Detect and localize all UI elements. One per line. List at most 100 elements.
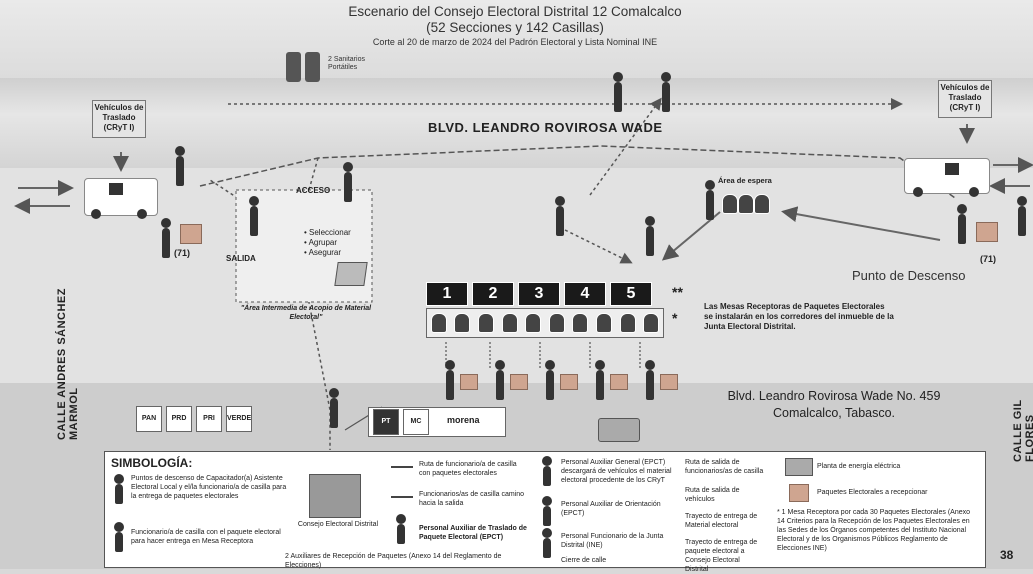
acopio-item: • Seleccionar <box>304 228 351 237</box>
person-icon <box>1017 196 1027 236</box>
person-icon <box>161 218 171 258</box>
legend-item: Ruta de funcionario/a de casilla con paq… <box>419 461 517 477</box>
acopio-caption: "Área Intermedia de Acopio de Material E… <box>240 305 372 321</box>
desks-row: 1 2 3 4 5 <box>426 282 666 306</box>
punto-descenso-label: Punto de Descenso <box>852 268 966 283</box>
legend-item: Paquetes Electorales a recepcionar <box>817 489 928 496</box>
van-left-icon <box>84 178 158 219</box>
operator-icon <box>619 313 636 333</box>
person-icon <box>957 204 967 244</box>
legend-person-icon <box>114 522 124 552</box>
background-top <box>0 0 1033 78</box>
operator-icon <box>454 313 471 333</box>
generator-icon <box>598 418 640 442</box>
desks-star-1: * <box>672 310 678 326</box>
address: Blvd. Leandro Rovirosa Wade No. 459 Coma… <box>704 388 964 422</box>
legend: SIMBOLOGÍA: Puntos de descenso de Capaci… <box>104 451 986 573</box>
operator-icon <box>430 313 447 333</box>
desk-label: 1 <box>426 282 468 306</box>
party-logo-pri: PRI <box>196 406 222 432</box>
consejo-label: Consejo Electoral Distrital <box>297 521 379 528</box>
person-icon <box>343 162 353 202</box>
generator-legend-icon <box>785 458 813 476</box>
legend-item: Personal Auxiliar de Orientación (EPCT) <box>561 501 661 517</box>
walker-icon <box>613 72 623 112</box>
walker-icon <box>661 72 671 112</box>
area-espera-label: Área de espera <box>718 176 772 185</box>
party-logo-prd: PRD <box>166 406 192 432</box>
street-left: CALLE ANDRES SÁNCHEZ MARMOL <box>56 288 80 440</box>
legend-item: 2 Auxiliares de Recepción de Paquetes (A… <box>285 553 502 569</box>
waiting-group-icon <box>722 190 772 214</box>
legend-item: Ruta de salida de vehículos <box>685 487 740 503</box>
legend-item: Planta de energía eléctrica <box>817 463 901 470</box>
legend-item: Cierre de calle <box>561 557 607 564</box>
acopio-item: • Agrupar <box>304 238 338 247</box>
page-title-line2: (52 Secciones y 142 Casillas) <box>426 20 604 35</box>
operator-icon <box>525 313 542 333</box>
package-icon <box>180 224 202 244</box>
count-left: (71) <box>174 248 191 258</box>
address-line1: Blvd. Leandro Rovirosa Wade No. 459 <box>727 389 941 403</box>
legend-title: SIMBOLOGÍA: <box>111 456 193 470</box>
page-title: Escenario del Consejo Electoral Distrita… <box>348 4 682 19</box>
party-logo-verde: VERDE <box>226 406 252 432</box>
page-number: 38 <box>1000 548 1014 562</box>
desk-label: 5 <box>610 282 652 306</box>
package-icon <box>976 222 998 242</box>
seats-row <box>426 308 664 338</box>
desk-label: 4 <box>564 282 606 306</box>
operator-icon <box>643 313 660 333</box>
desks-star-2: ** <box>672 284 683 300</box>
vehiculos-right-label: Vehículos de Traslado (CRyT I) <box>938 80 992 118</box>
salida-label: SALIDA <box>226 254 256 263</box>
exit-arrow-icon <box>391 496 413 498</box>
street-right: CALLE GIL FLORES <box>1012 399 1033 462</box>
consejo-building-icon <box>309 474 361 518</box>
address-line2: Comalcalco, Tabasco. <box>772 406 896 420</box>
sanitarios-label: 2 Sanitarios Portátiles <box>328 56 365 71</box>
party-logo-pt: PT <box>373 409 399 435</box>
van-right-icon <box>904 158 990 197</box>
party-logo-morena: morena <box>447 415 480 425</box>
legend-item: Funcionario/a de casilla con el paquete … <box>131 529 281 545</box>
sanitarios-icon <box>286 52 322 82</box>
legend-person-icon <box>542 456 552 486</box>
walker-icon <box>645 216 655 256</box>
legend-item: Personal Funcionario de la Junta Distrit… <box>561 533 664 549</box>
party-logo-pan: PAN <box>136 406 162 432</box>
legend-item: Trayecto de entrega de Material electora… <box>685 513 758 529</box>
ballot-box-icon <box>334 262 368 286</box>
party-logo-mc: MC <box>403 409 429 435</box>
legend-item: Funcionarios/as de casilla camino hacia … <box>419 491 525 507</box>
legend-person-icon <box>396 514 406 544</box>
mesas-note: Las Mesas Receptoras de Paquetes Elector… <box>704 302 894 331</box>
person-icon <box>705 180 715 220</box>
legend-item: Puntos de descenso de Capacitador(a) Asi… <box>131 475 287 500</box>
operator-icon <box>501 313 518 333</box>
acopio-item: • Asegurar <box>304 248 342 257</box>
person-icon <box>249 196 259 236</box>
legend-person-icon <box>542 528 552 558</box>
party-logos-bottom: PT MC morena <box>368 407 506 437</box>
package-carriers-row <box>440 360 680 400</box>
operator-icon <box>595 313 612 333</box>
operator-icon <box>572 313 589 333</box>
person-icon <box>175 146 185 186</box>
legend-item: Personal Auxiliar General (EPCT) descarg… <box>561 459 672 484</box>
count-right: (71) <box>980 254 997 264</box>
background-middle <box>0 168 1033 383</box>
person-icon <box>329 388 339 428</box>
legend-item: Personal Auxiliar de Traslado de Paquete… <box>419 525 527 541</box>
acopio-list: • Seleccionar • Agrupar • Asegurar <box>304 228 351 258</box>
legend-item: * 1 Mesa Receptora por cada 30 Paquetes … <box>777 509 971 552</box>
package-legend-icon <box>789 484 809 502</box>
party-logos-top: PAN PRD PRI VERDE <box>136 406 252 432</box>
background-street <box>0 78 1033 168</box>
route-arrow-icon <box>391 466 413 468</box>
page-subtitle: Corte al 20 de marzo de 2024 del Padrón … <box>372 37 658 47</box>
operator-icon <box>548 313 565 333</box>
vehiculos-left-label: Vehículos de Traslado (CRyT I) <box>92 100 146 138</box>
legend-person-icon <box>114 474 124 504</box>
desk-label: 3 <box>518 282 560 306</box>
